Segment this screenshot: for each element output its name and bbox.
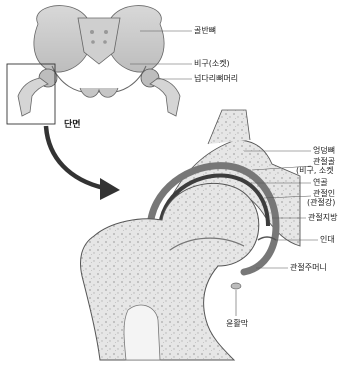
label-joint-cavity-line2: (관절강) [307,198,335,208]
label-cartilage: 연골 [313,178,328,188]
label-femoral-head: 넙다리뼈머리 [194,74,238,84]
label-ligament: 인대 [320,235,335,245]
femur-section [81,183,259,360]
hip-cross-section [81,110,301,360]
label-articular-line2: (비구, 소켓 [296,166,334,176]
pelvis-illustration [7,6,180,124]
label-capsule: 관절주머니 [290,263,327,273]
label-synovium: 윤활막 [226,319,248,329]
label-acetabulum: 비구(소켓) [194,59,230,69]
label-pelvis: 골반뼈 [194,26,216,36]
label-cross-section: 단면 [64,120,81,130]
label-hip-bone: 엉덩뼈 [313,146,335,156]
label-fat-pad: 관절지방 [308,213,337,223]
curved-arrow-icon [46,126,120,200]
